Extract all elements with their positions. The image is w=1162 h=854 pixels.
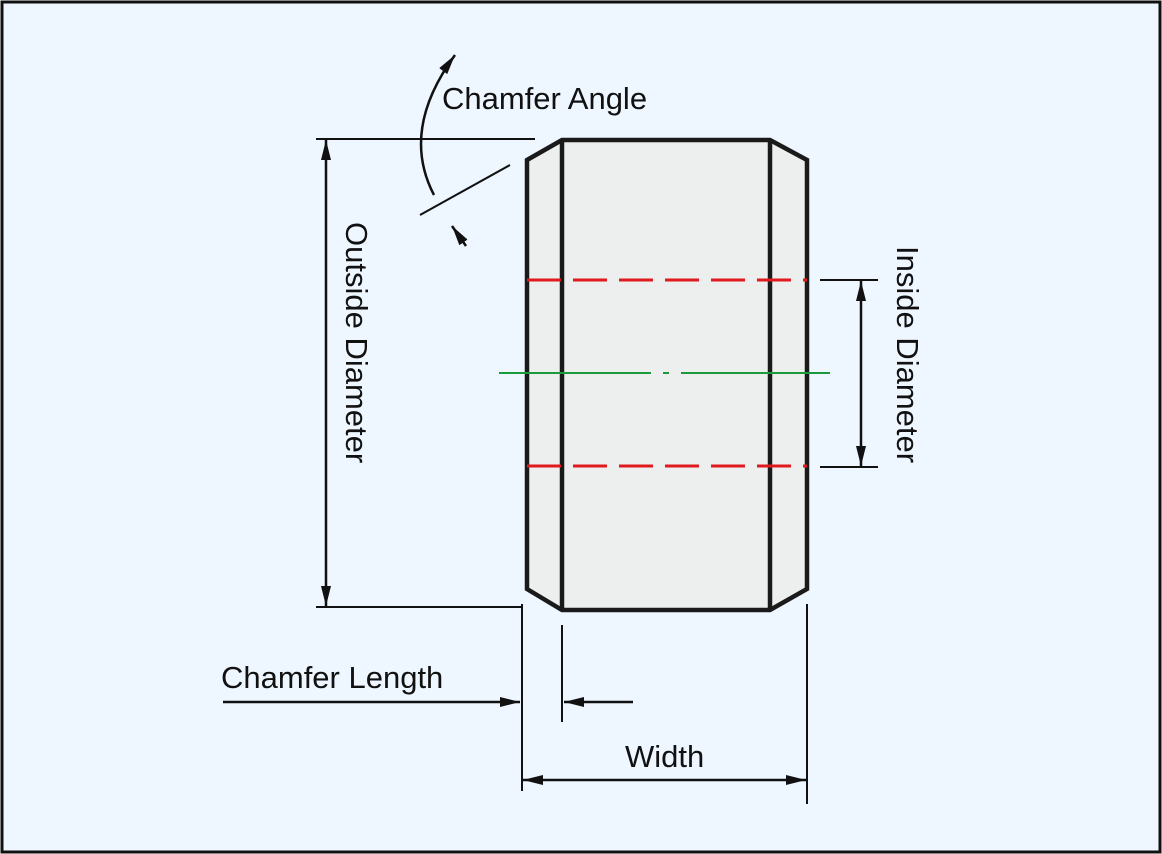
outside-diameter-label: Outside Diameter — [339, 222, 374, 463]
inside-diameter-label: Inside Diameter — [890, 246, 925, 463]
width-dimension: Width — [523, 604, 808, 804]
chamfer-angle-arrow-tip — [450, 225, 468, 247]
bushing-part — [524, 137, 810, 613]
chamfer-angle-arc — [419, 54, 457, 196]
inside-diameter-dimension: Inside Diameter — [820, 246, 925, 468]
chamfer-angle-label: Chamfer Angle — [442, 81, 647, 116]
bushing-outline — [524, 137, 810, 613]
chamfer-length-dimension: Chamfer Length — [221, 604, 633, 791]
chamfer-length-label: Chamfer Length — [221, 660, 443, 695]
chamfer-angle-leader — [419, 164, 511, 216]
chamfer-angle-dimension: Chamfer Angle — [419, 54, 647, 247]
outside-diameter-dimension: Outside Diameter — [316, 138, 535, 608]
width-label: Width — [625, 739, 704, 774]
